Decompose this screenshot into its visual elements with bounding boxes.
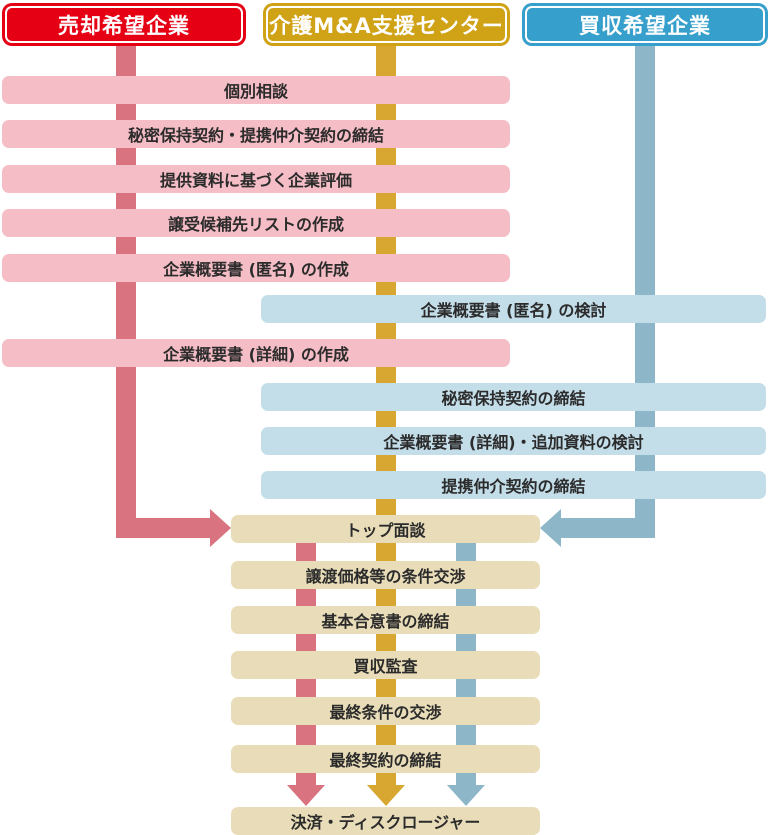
connector-seller-elbow-arm [116,518,211,538]
step-detailed-summary-review: 企業概要書 (詳細)・追加資料の検討 [261,427,766,455]
header-buyer-label: 買収希望企業 [579,13,711,38]
header-ma-support-center: 介護M&A支援センター [263,3,510,46]
step-detailed-summary-creation: 企業概要書 (詳細) の作成 [2,339,510,367]
step-basic-agreement-conclusion: 基本合意書の締結 [231,606,540,634]
step-anonymous-summary-review: 企業概要書 (匿名) の検討 [261,295,766,323]
step-nda-and-brokerage-agreement: 秘密保持契約・提携仲介契約の締結 [2,120,510,148]
connector-buyer-top [635,46,655,538]
arrow-buyer-to-settlement-icon [447,785,485,806]
step-anonymous-summary-creation: 企業概要書 (匿名) の作成 [2,254,510,282]
connector-buyer-elbow-arm [560,518,655,538]
step-price-terms-negotiation: 譲渡価格等の条件交渉 [231,561,540,589]
step-nda-conclusion: 秘密保持契約の締結 [261,383,766,411]
header-seller-company: 売却希望企業 [2,3,246,46]
step-settlement-disclosure: 決済・ディスクロージャー [231,807,540,835]
arrow-buyer-to-top-meeting-icon [540,509,561,547]
step-company-valuation: 提供資料に基づく企業評価 [2,165,510,193]
step-final-contract-conclusion: 最終契約の締結 [231,745,540,773]
step-final-terms-negotiation: 最終条件の交渉 [231,697,540,725]
arrow-center-to-settlement-icon [367,785,405,806]
header-center-label: 介護M&A支援センター [269,13,504,38]
step-individual-consultation: 個別相談 [2,76,510,104]
arrow-seller-to-top-meeting-icon [210,509,231,547]
step-acquisition-audit: 買収監査 [231,651,540,679]
header-seller-label: 売却希望企業 [58,13,190,38]
step-top-meeting: トップ面談 [231,515,540,543]
step-candidate-list-creation: 譲受候補先リストの作成 [2,209,510,237]
step-brokerage-agreement-conclusion: 提携仲介契約の締結 [261,471,766,499]
arrow-seller-to-settlement-icon [287,785,325,806]
header-buyer-company: 買収希望企業 [522,3,768,46]
